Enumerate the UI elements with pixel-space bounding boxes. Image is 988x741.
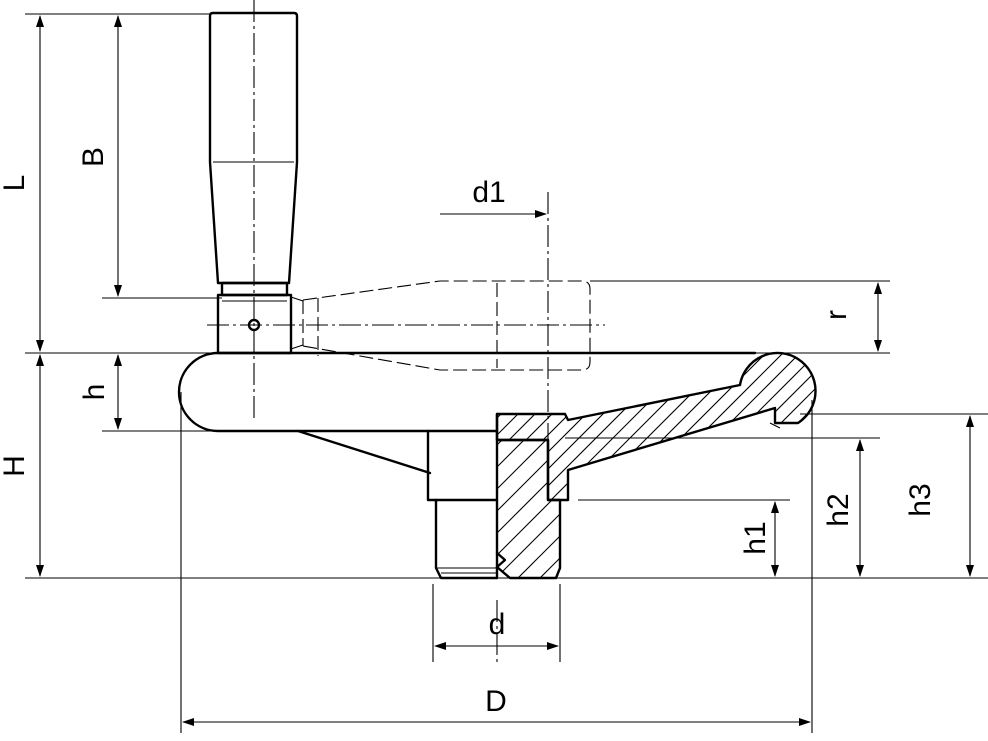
hatch-line (608, 352, 780, 500)
dimension-lines (36, 15, 974, 726)
hatch-line (497, 352, 644, 500)
extension-lines (25, 13, 988, 733)
hatch-line (660, 430, 820, 590)
hatch-line (616, 430, 776, 590)
hatch-line (330, 430, 490, 590)
hatch-line (726, 430, 886, 590)
hatch-line (983, 340, 988, 510)
hatch-line (320, 340, 490, 510)
label-d: d (489, 608, 506, 641)
spoke-left (296, 429, 432, 475)
hatch-line (642, 352, 814, 500)
hatch-line (497, 440, 535, 578)
hatch-line (506, 352, 678, 500)
hatch-line (625, 352, 797, 500)
hatch-line (505, 440, 560, 578)
label-d1: d1 (472, 176, 505, 209)
hatch-line (949, 340, 988, 510)
hatch-line (497, 352, 559, 500)
hatch-line (497, 440, 560, 578)
hatch-line (497, 352, 661, 500)
hatch-line (497, 352, 627, 500)
hub-section (330, 412, 886, 590)
hatch-line (497, 352, 542, 500)
hatch-line (540, 352, 712, 500)
label-h2: h2 (822, 493, 855, 526)
label-h3: h3 (904, 483, 937, 516)
hatch-line (682, 430, 842, 590)
label-L: L (0, 175, 31, 192)
label-h: h (78, 384, 111, 401)
hatch-line (795, 352, 816, 500)
hatch-line (527, 440, 560, 578)
hatch-line (557, 352, 729, 500)
hatch-line (497, 440, 513, 578)
label-B: B (77, 147, 110, 167)
hatch-line (497, 440, 560, 578)
label-h1: h1 (739, 521, 772, 554)
hatch-line (549, 440, 560, 578)
hatch-line (497, 352, 525, 500)
hatch-line (591, 352, 763, 500)
hatch-line (710, 352, 816, 500)
hatch-line (932, 340, 988, 510)
hatch-line (638, 430, 798, 590)
hatch-line (812, 352, 816, 500)
dimension-labels: L B d1 r h H h1 h2 h3 d D (0, 147, 937, 718)
hatch-line (497, 440, 560, 578)
hatch-line (523, 352, 695, 500)
hatch-line (676, 352, 816, 500)
label-r: r (820, 310, 853, 320)
hatch-line (497, 352, 508, 500)
spoke-section (320, 340, 988, 510)
crank-handle (208, 11, 304, 355)
hatch-line (497, 440, 557, 578)
label-D: D (485, 685, 507, 718)
rim-left (177, 351, 757, 433)
hub-view (426, 429, 499, 580)
label-H: H (0, 455, 31, 477)
center-lines (207, 0, 605, 665)
hatch-line (966, 340, 988, 510)
hatch-line (572, 430, 732, 590)
